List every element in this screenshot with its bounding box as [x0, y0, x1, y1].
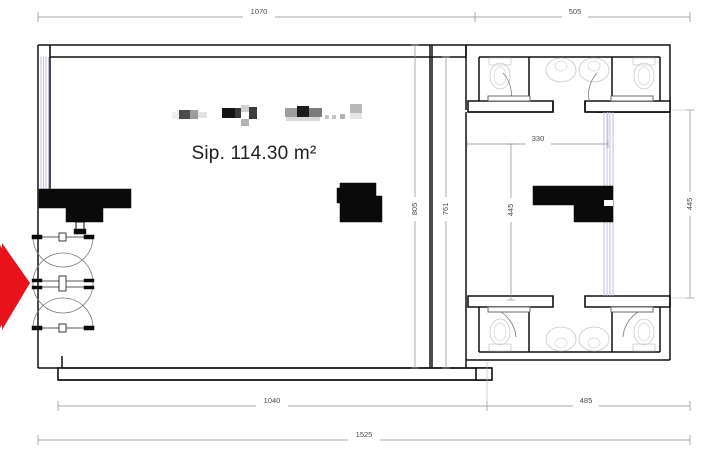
toilet-top-left	[488, 57, 512, 90]
sink-bottom-middle-1	[545, 326, 577, 352]
wc-door-top-left-leaf[interactable]	[487, 95, 531, 102]
overall-width-dimension: 1525	[37, 430, 691, 445]
dim-445-inner: 445	[506, 204, 515, 217]
wc-top-partitions	[528, 57, 613, 101]
sink-bottom-middle-2	[578, 326, 610, 352]
dim-bottom-485: 485	[580, 396, 593, 405]
dim-445-right: 445	[685, 198, 694, 211]
toilet-top-right	[632, 57, 656, 90]
wc-bottom-fixtures	[488, 318, 656, 352]
wc-bottom-partitions	[528, 307, 613, 352]
redacted-text-block	[172, 104, 362, 126]
toilet-bottom-left	[488, 318, 512, 352]
dim-overall-1525: 1525	[356, 430, 373, 439]
wc-top-fixtures	[488, 57, 656, 90]
entrance-door-lower-arc	[32, 297, 94, 329]
furniture-center-block	[336, 182, 383, 223]
dim-top-1070: 1070	[251, 7, 268, 16]
wc-door-top-right-arc	[588, 72, 598, 102]
interior-vertical-dimensions: 805 761	[409, 44, 452, 369]
wc-door-bottom-left-leaf[interactable]	[487, 306, 531, 313]
right-outer-dimension: 445	[672, 109, 696, 299]
dim-top-505: 505	[569, 7, 582, 16]
sink-top-middle-1	[545, 57, 577, 83]
entrance-door-upper-arc	[32, 236, 94, 268]
entrance-direction-arrow	[0, 243, 30, 330]
top-dimension-chain: 1070 505	[37, 7, 691, 22]
toilet-bottom-right	[632, 318, 656, 352]
hall-right-partition	[429, 45, 433, 368]
wc-door-top-right-leaf[interactable]	[610, 95, 654, 102]
right-wing-walls	[465, 44, 671, 381]
sink-top-middle-2	[578, 57, 610, 83]
bottom-dimension-chain: 1040 485	[57, 362, 691, 411]
wc-door-bottom-right-leaf[interactable]	[610, 306, 654, 313]
area-label: Sip. 114.30 m²	[192, 143, 317, 164]
inner-block-dimensions: 330 445	[466, 112, 609, 301]
dim-330: 330	[532, 134, 545, 143]
furniture-right-counter	[532, 185, 614, 223]
dim-761: 761	[441, 203, 450, 216]
dim-805: 805	[410, 203, 419, 216]
wc-bottom-doors[interactable]	[486, 306, 654, 338]
wc-top-doors[interactable]	[487, 72, 654, 102]
furniture-left-counter	[38, 188, 132, 235]
entrance-door-group[interactable]	[31, 232, 95, 333]
entrance-door-middle-arc	[32, 252, 94, 314]
dim-bottom-1040: 1040	[264, 396, 281, 405]
